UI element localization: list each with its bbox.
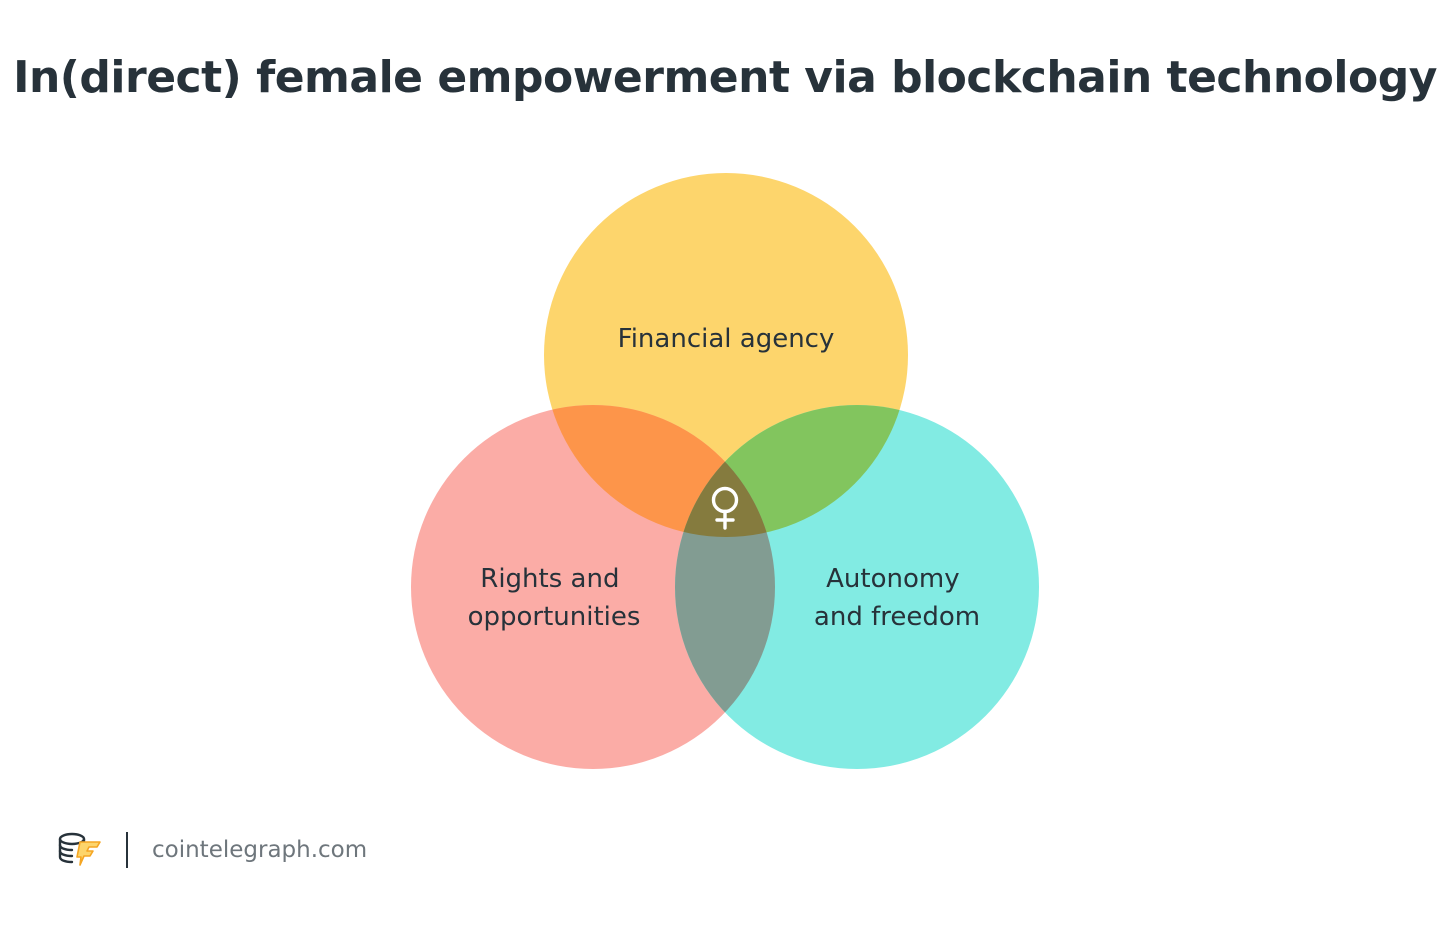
- rights-opportunities-label-line: Rights and: [480, 564, 619, 594]
- autonomy-freedom-label-line: and freedom: [814, 602, 980, 632]
- female-symbol-icon: [711, 486, 739, 530]
- footer-divider: [126, 832, 128, 868]
- financial-rights-overlap: [544, 405, 775, 537]
- autonomy-freedom-label: Autonomy and freedom: [814, 564, 980, 632]
- footer: cointelegraph.com: [58, 826, 367, 874]
- financial-autonomy-overlap: [675, 405, 908, 537]
- cointelegraph-logo-icon: [58, 832, 101, 866]
- financial-agency-label: Financial agency: [618, 324, 835, 354]
- rights-opportunities-label-line: opportunities: [468, 602, 641, 632]
- financial-agency-label-line: Financial agency: [618, 324, 835, 354]
- page-title: In(direct) female empowerment via blockc…: [13, 52, 1437, 103]
- source-label: cointelegraph.com: [152, 837, 368, 863]
- autonomy-freedom-label-line: Autonomy: [826, 564, 959, 594]
- rights-opportunities-label: Rights and opportunities: [468, 564, 641, 632]
